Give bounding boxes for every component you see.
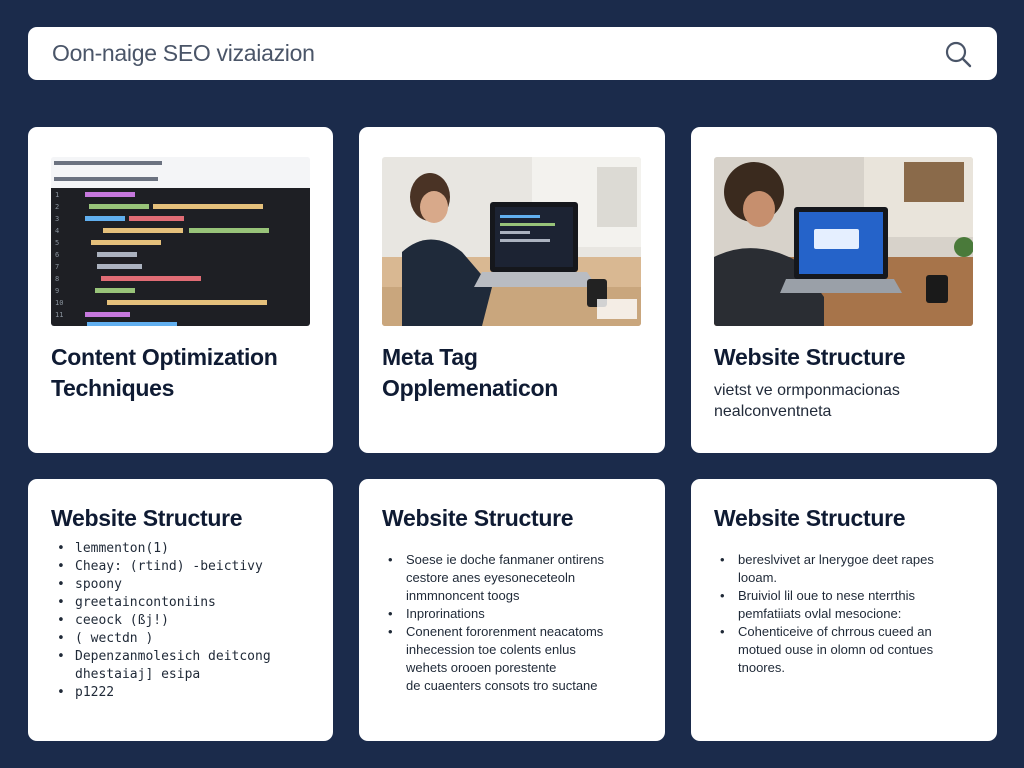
card-description: vietst ve ormponmacionas nealconventneta bbox=[714, 380, 900, 422]
list-item: Depenzanmolesich deitcong dhestaiaj] esi… bbox=[51, 648, 271, 684]
list-item: ( wectdn ) bbox=[51, 630, 271, 648]
list-item: Conenent fororenment neacatoms inhecessi… bbox=[382, 623, 604, 695]
list-item: Cohenticeive of chrrous cueed an motued … bbox=[714, 623, 934, 677]
search-bar[interactable]: Oon-naige SEO vizaiazion bbox=[28, 27, 997, 80]
code-editor-image: 1 2 3 4 5 6 7 8 9 10 11 bbox=[51, 157, 310, 326]
svg-text:9: 9 bbox=[55, 287, 59, 295]
search-input[interactable]: Oon-naige SEO vizaiazion bbox=[52, 40, 315, 66]
card-title: Meta Tag Opplemenaticon bbox=[382, 342, 558, 404]
list-item: lemmenton(1) bbox=[51, 540, 271, 558]
card-title-line: Techniques bbox=[51, 375, 175, 401]
svg-text:6: 6 bbox=[55, 251, 59, 259]
list-item: greetaincontoniins bbox=[51, 594, 271, 612]
svg-text:1: 1 bbox=[55, 191, 59, 199]
svg-text:11: 11 bbox=[55, 311, 63, 319]
list-item: spoony bbox=[51, 576, 271, 594]
card-meta-tag[interactable]: Meta Tag Opplemenaticon bbox=[359, 127, 665, 453]
svg-text:4: 4 bbox=[55, 227, 59, 235]
card-title: Website Structure bbox=[51, 505, 243, 531]
list-item: ceeock (ßj!) bbox=[51, 612, 271, 630]
bullet-list: lemmenton(1) Cheay: (rtind) -beictivy sp… bbox=[51, 540, 271, 702]
svg-text:10: 10 bbox=[55, 299, 63, 307]
list-item: Soese ie doche fanmaner ontirens cestore… bbox=[382, 551, 604, 605]
list-item: Cheay: (rtind) -beictivy bbox=[51, 558, 271, 576]
card-description-line: vietst ve ormponmacionas bbox=[714, 382, 900, 399]
card-title: Website Structure bbox=[714, 344, 906, 370]
card-title: Content Optimization Techniques bbox=[51, 342, 278, 404]
bullet-list: Soese ie doche fanmaner ontirens cestore… bbox=[382, 551, 604, 695]
card-title: Website Structure bbox=[714, 505, 906, 531]
person-laptop-photo bbox=[382, 157, 641, 326]
card-website-structure[interactable]: Website Structure lemmenton(1) Cheay: (r… bbox=[28, 479, 333, 741]
card-website-structure[interactable]: Website Structure vietst ve ormponmacion… bbox=[691, 127, 997, 453]
list-item: bereslvivet ar lnerygoe deet rapes looam… bbox=[714, 551, 934, 587]
card-website-structure[interactable]: Website Structure Soese ie doche fanmane… bbox=[359, 479, 665, 741]
list-item: Bruiviol lil oue to nese nterrthis pemfa… bbox=[714, 587, 934, 623]
card-description-line: nealconventneta bbox=[714, 403, 832, 420]
list-item: Inprorinations bbox=[382, 605, 604, 623]
svg-text:8: 8 bbox=[55, 275, 59, 283]
card-website-structure[interactable]: Website Structure bereslvivet ar lnerygo… bbox=[691, 479, 997, 741]
card-title: Website Structure bbox=[382, 505, 574, 531]
person-laptop-photo bbox=[714, 157, 973, 326]
svg-text:3: 3 bbox=[55, 215, 59, 223]
bullet-list: bereslvivet ar lnerygoe deet rapes looam… bbox=[714, 551, 934, 677]
svg-text:2: 2 bbox=[55, 203, 59, 211]
card-title-line: Meta Tag bbox=[382, 344, 478, 370]
list-item: p1222 bbox=[51, 684, 271, 702]
card-title-line: Content Optimization bbox=[51, 344, 278, 370]
svg-text:7: 7 bbox=[55, 263, 59, 271]
search-icon[interactable] bbox=[943, 39, 973, 69]
svg-text:5: 5 bbox=[55, 239, 59, 247]
card-title-line: Opplemenaticon bbox=[382, 375, 558, 401]
